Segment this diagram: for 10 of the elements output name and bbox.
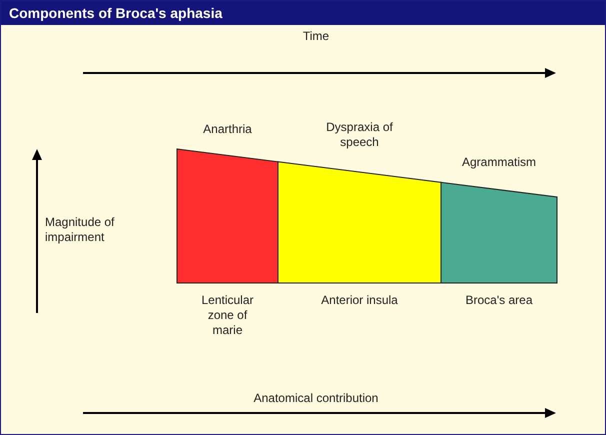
axis-label: Anatomical contribution bbox=[252, 391, 380, 406]
region-label: Broca's area bbox=[464, 293, 534, 308]
component-heading: Agrammatism bbox=[460, 155, 537, 170]
region-label: Anterior insula bbox=[320, 293, 399, 308]
component-heading: Anarthria bbox=[202, 122, 253, 137]
region-label: Lenticular zone of marie bbox=[200, 293, 255, 338]
component-heading: Dyspraxia of speech bbox=[325, 120, 394, 150]
title-bar: Components of Broca's aphasia bbox=[1, 1, 605, 25]
axis-label: Time bbox=[302, 29, 330, 44]
axis-label: Magnitude of impairment bbox=[45, 215, 116, 245]
